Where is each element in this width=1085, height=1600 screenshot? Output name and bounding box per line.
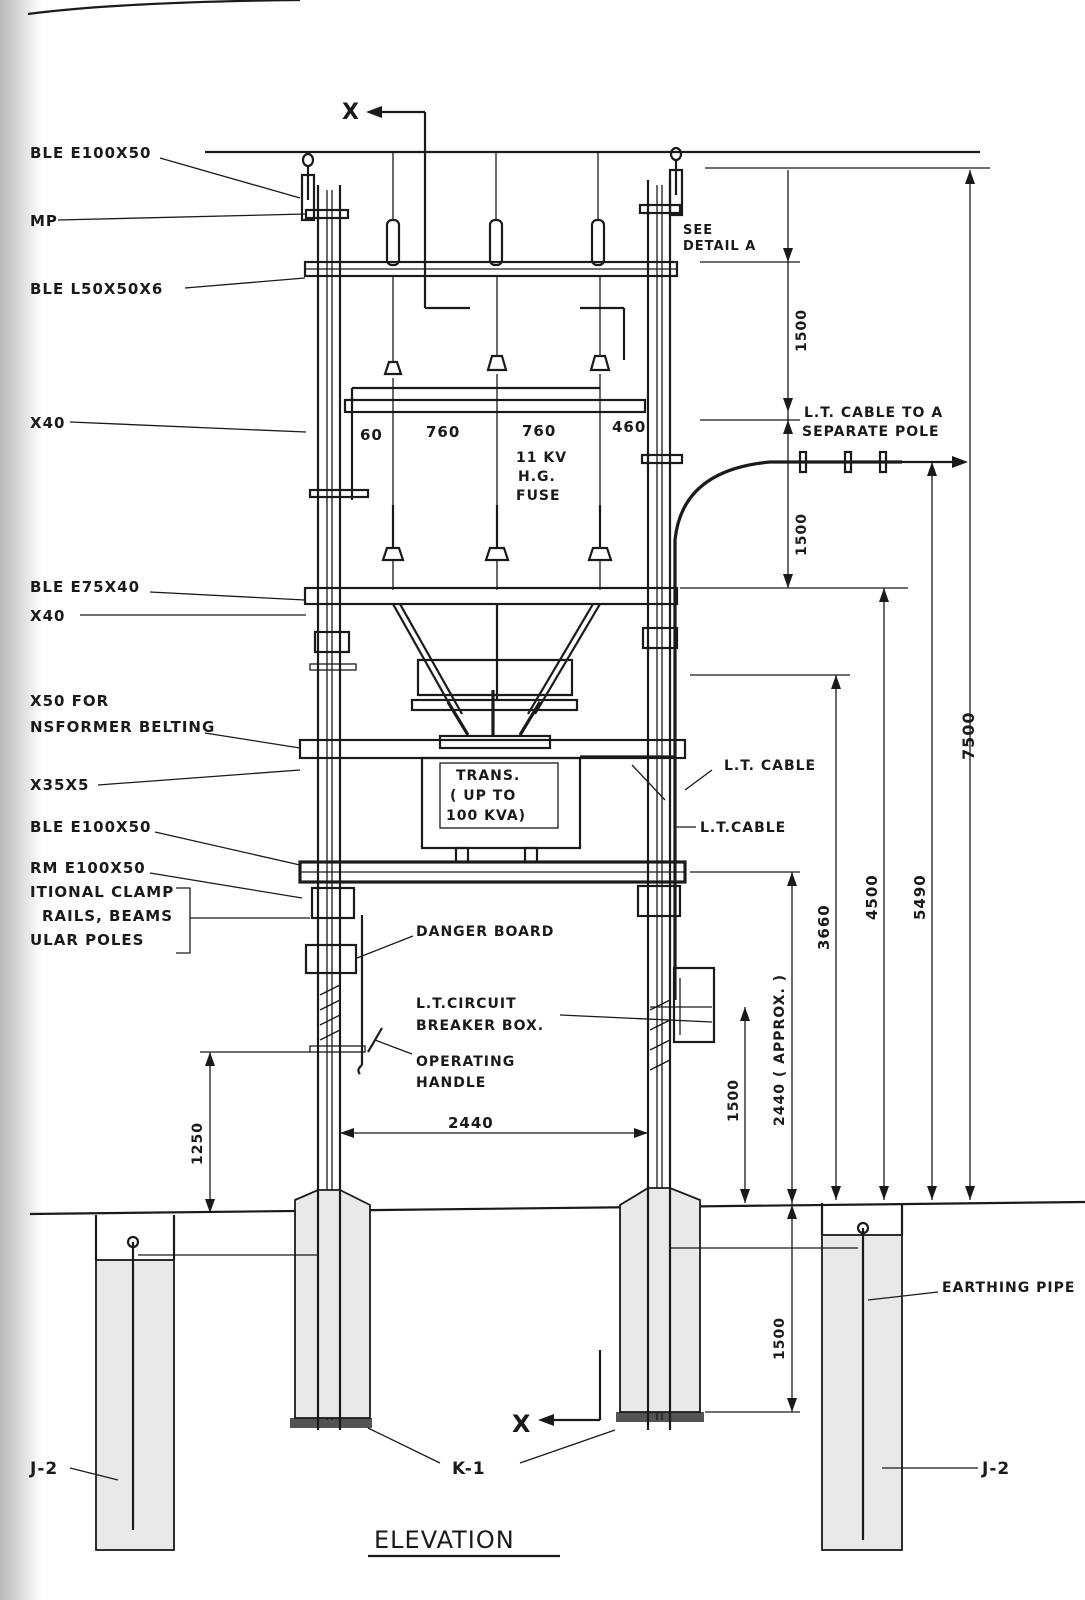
cross-arm-channel-75 — [303, 586, 679, 606]
dim-1500-handle: 1500 — [726, 1079, 742, 1122]
transformer-label-2: ( UP TO — [450, 788, 516, 804]
lt-cable-label-a: L.T. CABLE — [724, 758, 816, 774]
section-marker-top: X — [342, 100, 360, 125]
danger-board-label: DANGER BOARD — [416, 924, 554, 940]
dim-3660: 3660 — [815, 904, 833, 950]
label-flat-40a: X40 — [30, 414, 65, 432]
label-channel-top: BLE E100X50 — [30, 144, 151, 162]
label-angle-l50: BLE L50X50X6 — [30, 280, 163, 298]
label-clamp-2: RAILS, BEAMS — [42, 907, 173, 925]
dim-460-right: 460 — [612, 418, 646, 436]
dim-7500: 7500 — [959, 711, 978, 760]
transformer-label-1: TRANS. — [456, 768, 520, 784]
breaker-box-label-1: L.T.CIRCUIT — [416, 996, 517, 1012]
fuse-label-2: H.G. — [518, 469, 556, 485]
j2-label-left: J-2 — [29, 1459, 58, 1479]
earth-pit-right — [670, 1203, 904, 1551]
fuse-label-3: FUSE — [516, 488, 561, 504]
transformer-label-3: 100 KVA) — [446, 808, 526, 824]
earthing-pipe-label: EARTHING PIPE — [942, 1280, 1075, 1296]
label-belting-1: X50 FOR — [30, 692, 109, 710]
operating-handle-label-2: HANDLE — [416, 1075, 486, 1091]
lt-cable-label-b: L.T.CABLE — [700, 820, 786, 836]
label-flat-35: X35X5 — [30, 776, 89, 794]
section-marker-bottom: X — [512, 1410, 532, 1438]
label-clamp-3: ULAR POLES — [30, 931, 144, 949]
cross-arm-channel-100 — [298, 860, 687, 884]
label-clamp-1: ITIONAL CLAMP — [30, 883, 174, 901]
left-leaders — [57, 157, 310, 954]
foundation-left — [290, 1189, 372, 1428]
see-detail-line1: SEE — [683, 223, 713, 238]
section-line-top — [366, 106, 626, 360]
foundation-right — [616, 1187, 704, 1422]
section-line-bottom — [538, 1350, 602, 1426]
danger-board — [304, 943, 358, 975]
label-channel-100: BLE E100X50 — [30, 818, 151, 836]
page-corner-curve — [27, 0, 301, 16]
dim-760-a: 760 — [426, 423, 460, 441]
dim-4500: 4500 — [863, 874, 881, 920]
fuse-insulators-lower — [381, 546, 613, 590]
dim-5490: 5490 — [911, 874, 929, 920]
fuse-label-1: 11 KV — [516, 450, 567, 466]
dim-1500-below: 1500 — [772, 1317, 788, 1360]
scan-shadow — [0, 0, 42, 1600]
drawing-title: ELEVATION — [374, 1526, 515, 1554]
callout-leaders — [69, 769, 978, 1481]
drop-wires — [392, 152, 599, 220]
j2-label-right: J-2 — [981, 1459, 1010, 1479]
dimension-lines — [200, 167, 990, 1413]
lt-cable-pole-line1: L.T. CABLE TO A — [804, 405, 943, 421]
pin-insulators-top — [385, 218, 606, 267]
k1-label: K-1 — [452, 1459, 486, 1479]
transformer — [410, 658, 582, 864]
ground-line — [29, 1200, 1085, 1216]
dim-2440-approx: 2440 ( APPROX. ) — [772, 974, 788, 1126]
hg-fuse-links — [391, 374, 602, 548]
cross-arm-top — [303, 260, 679, 278]
pole-top-insulator-right — [668, 146, 684, 217]
dim-mid-1500: 1500 — [794, 513, 810, 556]
lt-circuit-breaker-box — [672, 966, 716, 1044]
breaker-box-label-2: BREAKER BOX. — [416, 1018, 544, 1034]
label-belting-2: NSFORMER BELTING — [30, 718, 215, 736]
label-channel-75: BLE E75X40 — [30, 578, 140, 596]
operating-handle-label-1: OPERATING — [416, 1054, 515, 1070]
dim-760-b: 760 — [522, 422, 556, 440]
label-arm-100: RM E100X50 — [30, 859, 146, 877]
fuse-insulators-upper — [383, 275, 611, 376]
earth-wire-spirals — [319, 984, 671, 1071]
pole-top-insulator-left — [300, 152, 316, 222]
label-clamp-top: MP — [30, 212, 58, 230]
dim-1250: 1250 — [190, 1122, 206, 1165]
earth-pit-left — [94, 1215, 318, 1551]
label-flat-40b: X40 — [30, 607, 65, 625]
dim-460-left: 60 — [360, 426, 383, 444]
dim-2440: 2440 — [448, 1114, 494, 1132]
dim-upper-1500: 1500 — [794, 309, 810, 352]
pole-clamps — [304, 203, 684, 1053]
see-detail-line2: DETAIL A — [683, 239, 756, 254]
lt-cable-run — [580, 450, 968, 1000]
operating-handle — [357, 915, 383, 1075]
lt-cable-pole-line2: SEPARATE POLE — [802, 424, 940, 440]
